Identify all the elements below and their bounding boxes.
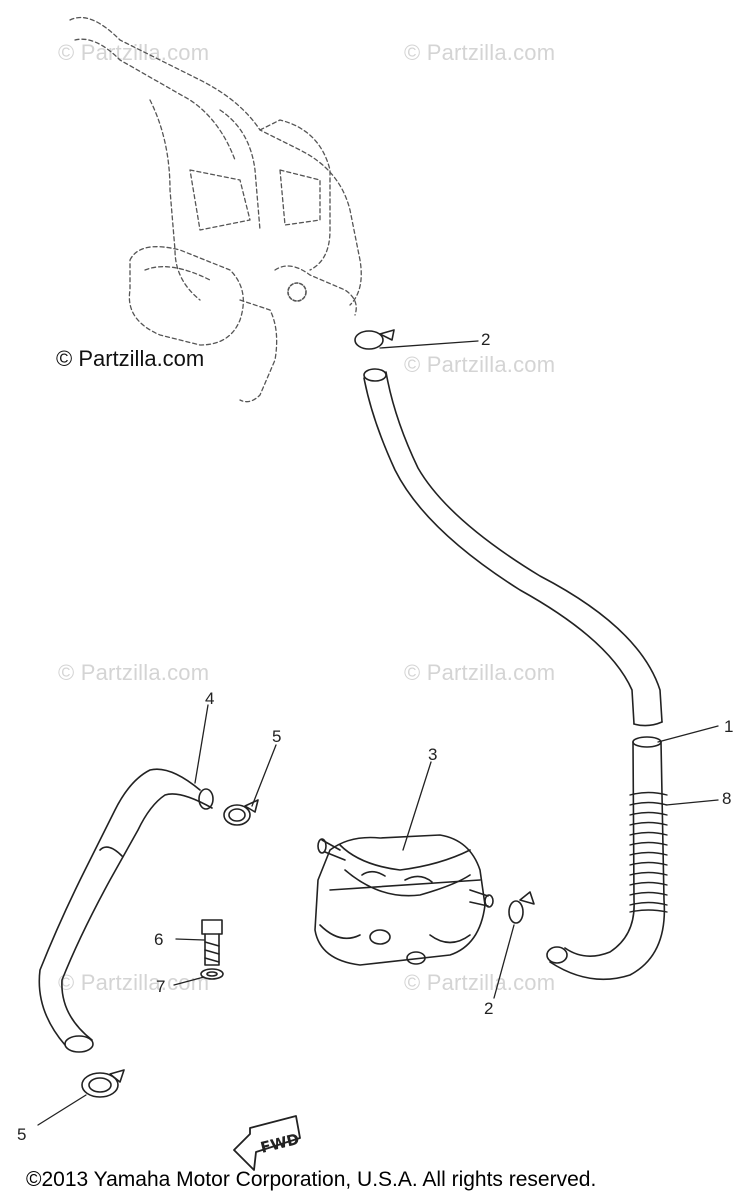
carburetor-fitting xyxy=(287,282,307,302)
copyright-notice: ©2013 Yamaha Motor Corporation, U.S.A. A… xyxy=(26,1168,597,1191)
callout-6: 6 xyxy=(154,930,164,949)
callout-2: 2 xyxy=(484,999,494,1018)
hose-clamp-upper xyxy=(354,330,384,350)
hose-clamp-lower xyxy=(508,891,535,924)
hose-spring xyxy=(629,791,668,913)
carburetor-outline xyxy=(69,16,362,403)
watermark-overlay: © Partzilla.com xyxy=(56,346,205,371)
callout-5: 5 xyxy=(272,727,282,746)
callout-7: 7 xyxy=(156,977,166,996)
bolt xyxy=(201,919,223,966)
leader-lines xyxy=(37,340,719,1126)
washer xyxy=(200,968,224,980)
callout-3: 3 xyxy=(428,745,438,764)
hose-clamp-5-lower xyxy=(81,1069,125,1098)
hose-clamp-5-upper xyxy=(223,799,259,826)
watermark: © Partzilla.com xyxy=(404,352,556,377)
watermark: © Partzilla.com xyxy=(58,40,210,65)
fuel-hose-long xyxy=(363,368,663,727)
callout-2: 2 xyxy=(481,330,491,349)
fwd-label: FWD xyxy=(259,1130,301,1157)
watermark: © Partzilla.com xyxy=(404,40,556,65)
fwd-arrow xyxy=(233,1115,301,1171)
callout-5: 5 xyxy=(17,1125,27,1144)
callout-8: 8 xyxy=(722,789,732,808)
callout-4: 4 xyxy=(205,689,215,708)
fuel-hose-left xyxy=(38,768,214,1053)
fuel-hose-short xyxy=(546,736,666,981)
watermark: © Partzilla.com xyxy=(404,970,556,995)
watermark: © Partzilla.com xyxy=(404,660,556,685)
watermark: © Partzilla.com xyxy=(58,660,210,685)
callout-1: 1 xyxy=(724,717,734,736)
fuel-pump xyxy=(314,834,494,966)
